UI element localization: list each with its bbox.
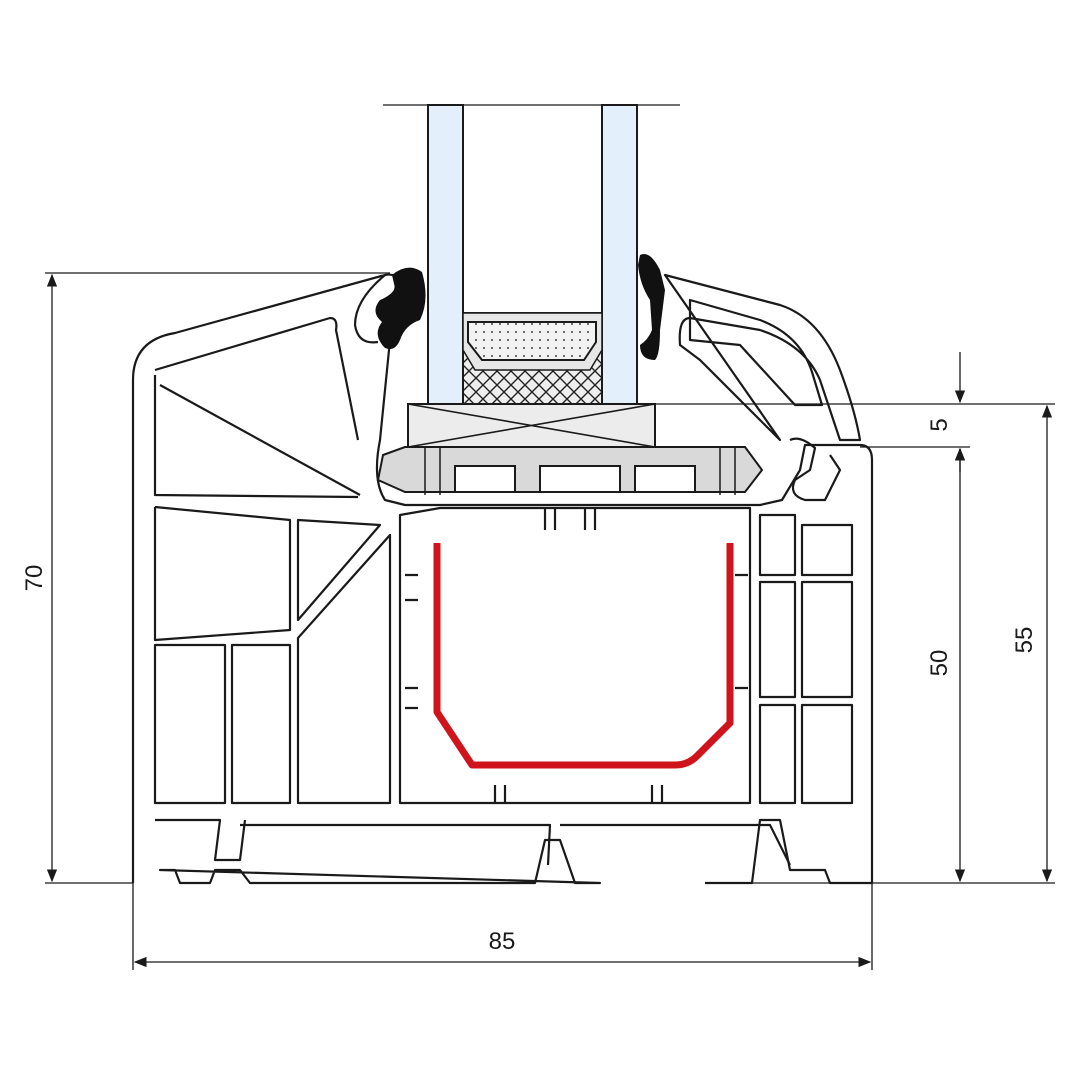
glass-pane-outer [427, 104, 464, 406]
dimension-label-5: 5 [926, 418, 953, 432]
glazing-setting-block [407, 403, 656, 448]
frame-bead-lip [353, 274, 386, 344]
glass-pane-inner [601, 104, 638, 406]
frame-outer-contour [131, 273, 874, 885]
dimension-label-55: 55 [1011, 626, 1038, 654]
dimension-lines [45, 272, 1055, 970]
glazing-bead-right [663, 273, 862, 442]
steel-reinforcement [433, 543, 734, 769]
dimension-label-85: 85 [488, 928, 516, 955]
dimension-label-50: 50 [926, 649, 953, 677]
gasket-inner [638, 254, 665, 360]
glass-spacer [462, 312, 603, 406]
frame-inner-walls [153, 316, 791, 866]
bead-clip [789, 437, 842, 502]
dimension-label-70: 70 [21, 564, 48, 592]
frame-bottom-chamber [155, 506, 752, 862]
frame-right-chambers [405, 508, 854, 805]
glazing-bridge [376, 446, 764, 495]
gasket-outer [375, 267, 426, 349]
